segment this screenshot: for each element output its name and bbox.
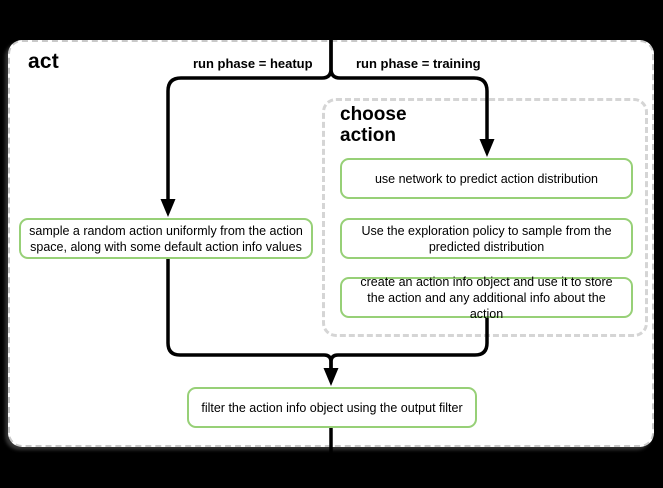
act-group-title: act bbox=[28, 50, 59, 73]
node-predict-action-distribution: use network to predict action distributi… bbox=[340, 158, 633, 199]
node-sample-random-action-label: sample a random action uniformly from th… bbox=[29, 223, 303, 254]
node-filter-action-info-label: filter the action info object using the … bbox=[201, 400, 463, 415]
node-create-action-info-object: create an action info object and use it … bbox=[340, 275, 633, 321]
node-exploration-policy-sample-label: Use the exploration policy to sample fro… bbox=[361, 223, 612, 254]
node-create-action-info-object-label: create an action info object and use it … bbox=[360, 274, 613, 321]
edge-label-run-phase-heatup: run phase = heatup bbox=[193, 56, 313, 71]
node-exploration-policy-sample: Use the exploration policy to sample fro… bbox=[340, 218, 633, 259]
choose-action-group-title: choose action bbox=[340, 104, 407, 146]
node-predict-action-distribution-label: use network to predict action distributi… bbox=[374, 171, 599, 186]
node-filter-action-info: filter the action info object using the … bbox=[187, 387, 477, 428]
node-sample-random-action: sample a random action uniformly from th… bbox=[19, 218, 313, 259]
edge-label-run-phase-training: run phase = training bbox=[356, 56, 481, 71]
